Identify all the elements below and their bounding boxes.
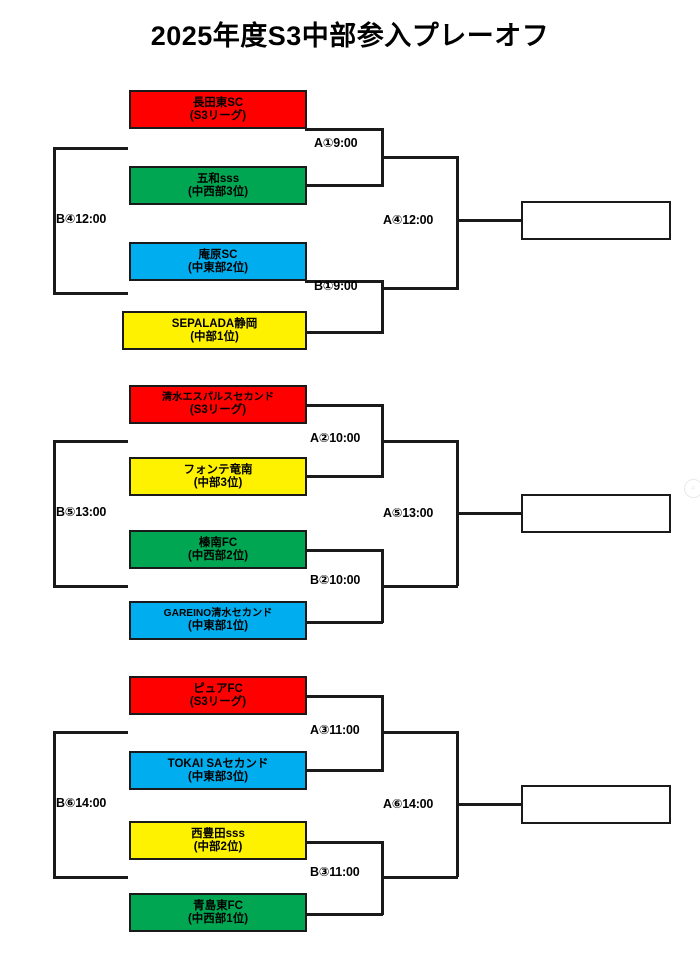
team-rank: (中部1位) (190, 330, 239, 343)
bracket-line (305, 184, 383, 187)
bracket-line (53, 731, 128, 734)
team-name: 長田東SC (192, 96, 244, 109)
match-label-consolation: B④12:00 (56, 212, 107, 226)
bracket-line (381, 695, 384, 772)
bracket-line (53, 292, 128, 295)
page-title: 2025年度S3中部参入プレーオフ (150, 21, 550, 51)
bracket-line (53, 147, 56, 294)
team-rank: (中東部3位) (187, 770, 249, 783)
team-name: GAREINO清水セカンド (163, 608, 273, 620)
team-rank: (S3リーグ) (189, 695, 247, 708)
team-rank: (中東部1位) (187, 619, 249, 632)
match-label-lower: B①9:00 (314, 279, 358, 293)
bracket-line (53, 876, 128, 879)
match-label-upper: A②10:00 (310, 431, 361, 445)
team-rank: (中東部2位) (187, 261, 249, 274)
team-name: TOKAI SAセカンド (167, 757, 269, 770)
team-name: 西豊田sss (191, 827, 245, 840)
team-box[interactable]: SEPALADA静岡 (中部1位) (122, 311, 307, 350)
team-name: SEPALADA静岡 (171, 317, 258, 330)
match-label-consolation: B⑥14:00 (56, 796, 107, 810)
winner-box[interactable] (521, 785, 671, 824)
bracket-line (456, 803, 524, 806)
bracket-line (305, 404, 383, 407)
bracket-line (305, 128, 383, 131)
bracket-line (456, 156, 459, 290)
bracket-line (381, 280, 384, 334)
match-label-upper: A③11:00 (310, 723, 360, 737)
bracket-line (381, 287, 458, 290)
match-label-consolation: B⑤13:00 (56, 505, 107, 519)
bracket-line (305, 769, 383, 772)
bracket-line (381, 440, 458, 443)
match-label-lower: B③11:00 (310, 865, 360, 879)
match-label-final: A④12:00 (383, 213, 434, 227)
bracket-line (381, 876, 458, 879)
bracket-line (381, 585, 458, 588)
bracket-line (305, 475, 383, 478)
team-name: 榛南FC (198, 536, 238, 549)
bracket-line (305, 913, 383, 916)
bracket-line (381, 731, 458, 734)
team-name: ピュアFC (193, 682, 243, 695)
team-box[interactable]: 庵原SC (中東部2位) (129, 242, 307, 281)
bracket-line (305, 695, 383, 698)
team-box[interactable]: 西豊田sss (中部2位) (129, 821, 307, 860)
match-label-lower: B②10:00 (310, 573, 361, 587)
team-rank: (中部3位) (193, 476, 243, 489)
bracket-line (456, 219, 524, 222)
team-name: フォンテ竜南 (183, 463, 253, 476)
bracket-line (53, 440, 128, 443)
team-name: 庵原SC (198, 248, 238, 261)
bracket-line (381, 156, 458, 159)
winner-box[interactable] (521, 201, 671, 240)
team-rank: (中西部3位) (187, 185, 249, 198)
bracket-line (305, 280, 383, 283)
bracket-line (305, 841, 383, 844)
watermark-icon: ⌕ (684, 479, 700, 498)
team-box[interactable]: ピュアFC (S3リーグ) (129, 676, 307, 715)
team-rank: (中西部1位) (187, 912, 249, 925)
bracket-line (53, 585, 128, 588)
match-label-final: A⑥14:00 (383, 797, 434, 811)
bracket-line (53, 440, 56, 587)
team-rank: (中部2位) (193, 840, 243, 853)
match-label-upper: A①9:00 (314, 136, 358, 150)
team-box[interactable]: GAREINO清水セカンド (中東部1位) (129, 601, 307, 640)
team-box[interactable]: 青島東FC (中西部1位) (129, 893, 307, 932)
team-box[interactable]: 長田東SC (S3リーグ) (129, 90, 307, 129)
winner-box[interactable] (521, 494, 671, 533)
team-box[interactable]: 榛南FC (中西部2位) (129, 530, 307, 569)
team-name: 五和sss (196, 172, 240, 185)
team-box[interactable]: 五和sss (中西部3位) (129, 166, 307, 205)
team-rank: (S3リーグ) (189, 403, 247, 416)
bracket-line (53, 147, 128, 150)
team-rank: (S3リーグ) (189, 109, 247, 122)
bracket-line (305, 331, 383, 334)
bracket-line (305, 621, 383, 624)
bracket-line (456, 512, 524, 515)
team-box[interactable]: 清水エスパルスセカンド (S3リーグ) (129, 385, 307, 424)
bracket-line (53, 731, 56, 878)
match-label-final: A⑤13:00 (383, 506, 434, 520)
team-name: 清水エスパルスセカンド (161, 392, 275, 404)
team-name: 青島東FC (193, 899, 243, 912)
team-box[interactable]: フォンテ竜南 (中部3位) (129, 457, 307, 496)
bracket-line (305, 549, 383, 552)
team-rank: (中西部2位) (187, 549, 249, 562)
team-box[interactable]: TOKAI SAセカンド (中東部3位) (129, 751, 307, 790)
